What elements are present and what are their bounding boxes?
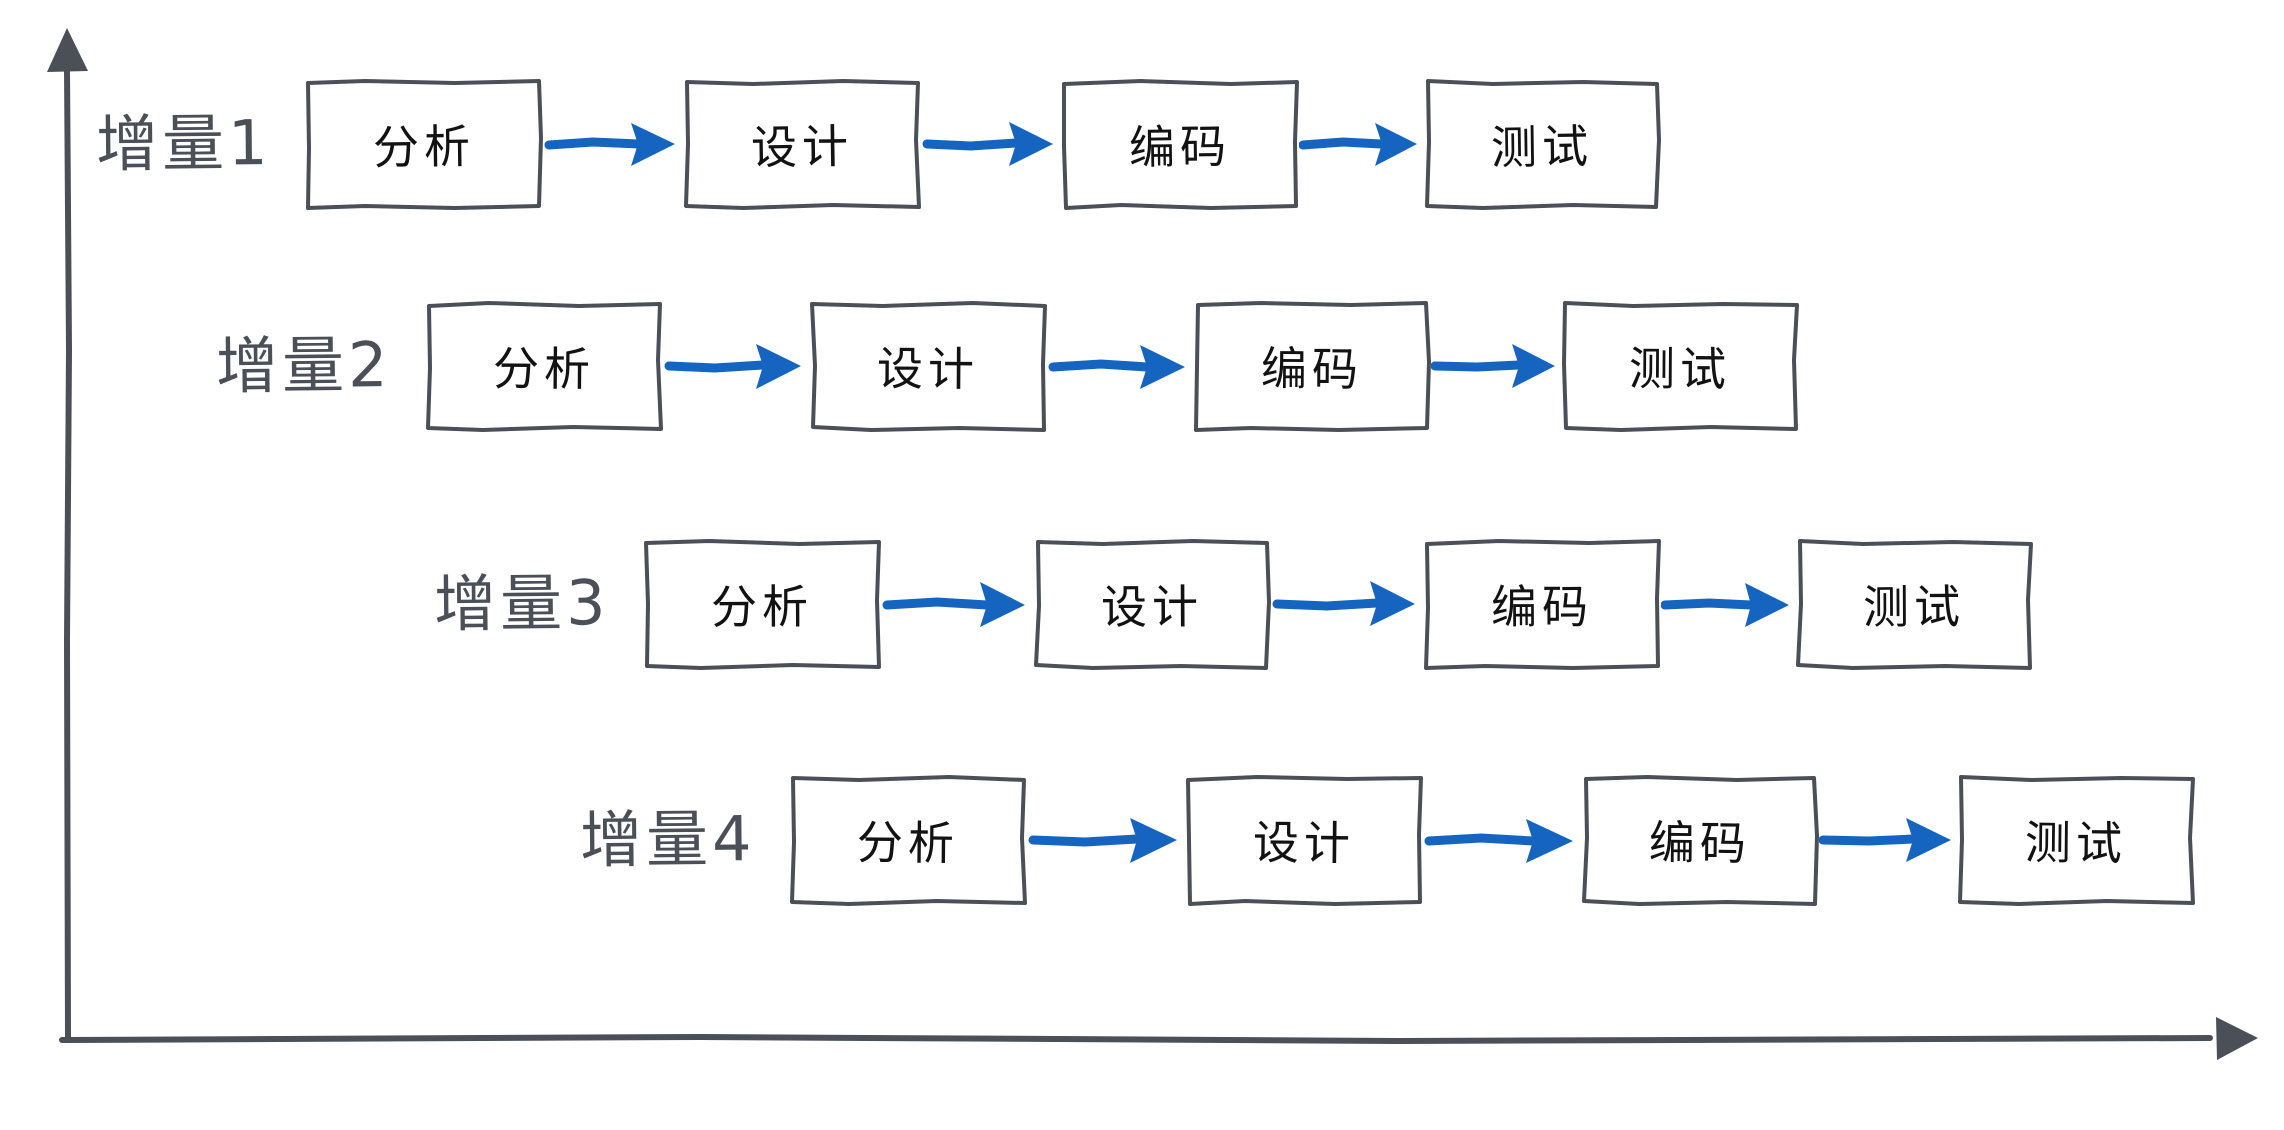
horizontal-axis-arrowhead	[2216, 1017, 2258, 1060]
arrow-coding-to-testing	[1661, 569, 1795, 639]
increment-row-2: 增量2 分析 设计	[215, 298, 1800, 434]
phase-box-coding[interactable]: 编码	[1061, 78, 1300, 210]
arrow-coding-to-testing	[1431, 331, 1561, 401]
phase-box-design[interactable]: 设计	[1033, 538, 1272, 670]
phase-box-analysis[interactable]: 分析	[643, 538, 882, 670]
arrow-analysis-to-design	[1027, 805, 1185, 875]
arrow-analysis-to-design	[663, 331, 809, 401]
phase-label: 测试	[2025, 815, 2128, 871]
arrow-design-to-coding	[921, 109, 1061, 179]
phase-box-analysis[interactable]: 分析	[425, 300, 664, 432]
phase-label: 测试	[1491, 119, 1594, 175]
phase-label: 编码	[1649, 815, 1752, 871]
phase-label: 分析	[493, 341, 596, 397]
vertical-axis-line	[63, 67, 73, 1043]
phase-box-coding[interactable]: 编码	[1581, 774, 1820, 906]
vertical-axis-arrowhead	[47, 28, 88, 72]
phase-box-testing[interactable]: 测试	[1795, 538, 2034, 670]
phase-label: 设计	[1253, 815, 1356, 871]
phase-label: 设计	[1101, 579, 1204, 635]
arrow-design-to-coding	[1271, 569, 1423, 639]
horizontal-axis-line	[59, 1033, 2213, 1045]
phase-label: 分析	[857, 815, 960, 871]
phase-box-analysis[interactable]: 分析	[789, 774, 1028, 906]
phase-label: 编码	[1261, 341, 1364, 397]
phase-label: 设计	[877, 341, 980, 397]
increment-row-4-label: 增量4	[579, 802, 756, 877]
increment-row-3-label: 增量3	[433, 566, 610, 641]
increment-row-3: 增量3 分析 设计	[433, 536, 2034, 672]
phase-label: 编码	[1491, 579, 1594, 635]
phase-label: 分析	[373, 119, 476, 175]
increment-row-4: 增量4 分析 设计	[579, 772, 2196, 908]
arrow-coding-to-testing	[1819, 805, 1957, 875]
arrow-design-to-coding	[1423, 805, 1581, 875]
phase-box-coding[interactable]: 编码	[1423, 538, 1662, 670]
phase-box-coding[interactable]: 编码	[1193, 300, 1432, 432]
arrow-analysis-to-design	[881, 569, 1033, 639]
phase-label: 编码	[1129, 119, 1232, 175]
phase-label: 分析	[711, 579, 814, 635]
arrow-coding-to-testing	[1299, 109, 1423, 179]
arrow-analysis-to-design	[543, 109, 683, 179]
phase-label: 设计	[751, 119, 854, 175]
phase-box-design[interactable]: 设计	[809, 300, 1048, 432]
increment-row-1-label: 增量1	[95, 106, 272, 181]
phase-box-testing[interactable]: 测试	[1423, 78, 1662, 210]
phase-box-testing[interactable]: 测试	[1561, 300, 1800, 432]
phase-label: 测试	[1629, 341, 1732, 397]
phase-label: 测试	[1863, 579, 1966, 635]
phase-box-design[interactable]: 设计	[683, 78, 922, 210]
arrow-design-to-coding	[1047, 331, 1193, 401]
phase-box-design[interactable]: 设计	[1185, 774, 1424, 906]
increment-row-2-label: 增量2	[215, 328, 392, 403]
phase-box-testing[interactable]: 测试	[1957, 774, 2196, 906]
phase-box-analysis[interactable]: 分析	[305, 78, 544, 210]
increment-row-1: 增量1 分析 设计	[95, 76, 1662, 212]
